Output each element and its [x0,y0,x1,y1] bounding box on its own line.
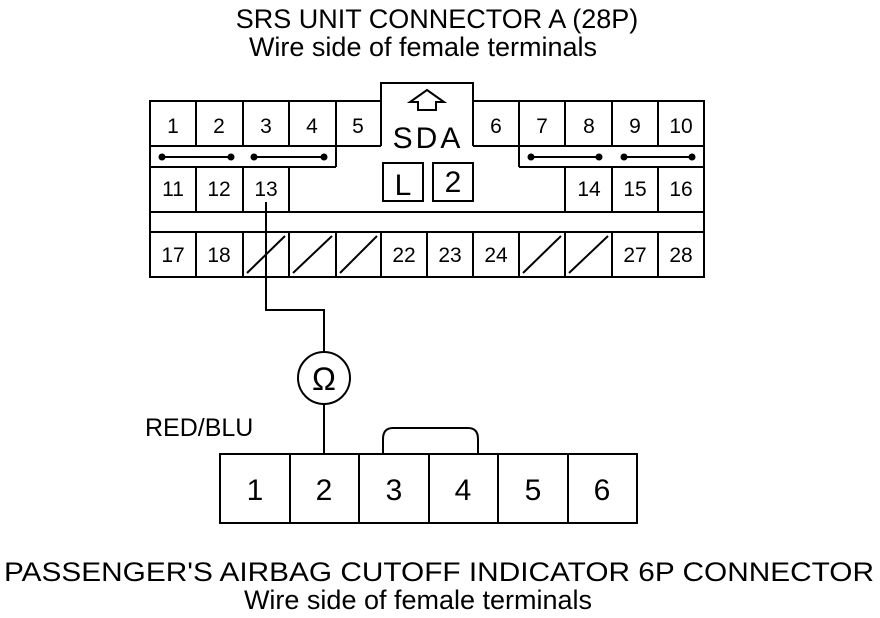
passenger-pin-label: 3 [386,474,403,507]
wire-color-label: RED/BLU [145,414,253,442]
srs-pin-label: 10 [669,115,692,138]
srs-pin-label: 15 [623,178,646,201]
srs-pin-label: 27 [623,244,646,267]
srs-connector-subtitle: Wire side of female terminals [249,32,597,62]
passenger-pin-label: 1 [247,474,264,507]
up-arrow-icon [406,88,448,111]
srs-pin-label: 16 [669,178,692,201]
passenger-connector-subtitle: Wire side of female terminals [244,585,592,615]
empty-cavity-slash [568,235,609,274]
srs-pin-label: 11 [162,178,184,201]
key-box-2-label: 2 [445,166,462,199]
test-lead-wire [265,202,325,454]
ohm-symbol: Ω [312,361,336,397]
srs-pin-label: 3 [260,115,272,138]
empty-cavity-slash [292,235,333,274]
srs-pin-label: 23 [438,244,461,267]
srs-pin-label: 8 [583,115,595,138]
passenger-pin-label: 5 [525,474,542,507]
srs-pin-13-label: 13 [254,178,277,201]
srs-pin-label: 1 [167,115,179,138]
srs-pin-label: 2 [213,115,225,138]
empty-cavity-slash [522,235,562,274]
srs-pin-label: 9 [629,115,641,138]
srs-pin-label: 18 [207,244,230,267]
passenger-pin-label: 6 [594,474,611,507]
sda-label: SDA [393,122,464,155]
srs-pin-label: 22 [392,244,415,267]
srs-pin-label: 4 [306,115,318,138]
srs-pin-row-3: 17 18 22 23 24 27 28 [161,244,692,267]
srs-pin-label: 5 [352,115,364,138]
passenger-pin-2-label: 2 [316,474,333,507]
passenger-pin-label: 4 [455,474,472,507]
empty-cavity-slash [339,235,378,274]
srs-pin-row-1: 1 2 3 4 5 6 7 8 9 10 [167,115,693,138]
ohmmeter-icon [297,351,351,405]
srs-pin-label: 6 [490,115,502,138]
key-box-2 [432,162,474,202]
srs-unit-connector [149,82,705,278]
srs-pin-label: 17 [161,244,184,267]
srs-pin-label: 28 [669,244,692,267]
srs-connector-title: SRS UNIT CONNECTOR A (28P) [236,4,639,34]
key-box-l-label: L [395,169,412,202]
srs-pin-row-2: 11 12 13 14 15 16 [162,178,693,201]
passenger-pin-labels: 1 2 3 4 5 6 [247,474,611,507]
passenger-6p-connector [219,427,638,524]
passenger-connector-title: PASSENGER'S AIRBAG CUTOFF INDICATOR 6P C… [4,557,874,587]
srs-pin-label: 14 [577,178,601,201]
key-box-l [382,162,424,202]
srs-pin-label: 24 [484,244,508,267]
srs-pin-label: 7 [536,115,548,138]
srs-pin-label: 12 [207,178,230,201]
shorting-bar-dots [158,153,696,161]
connector-lock-tab [382,427,479,440]
